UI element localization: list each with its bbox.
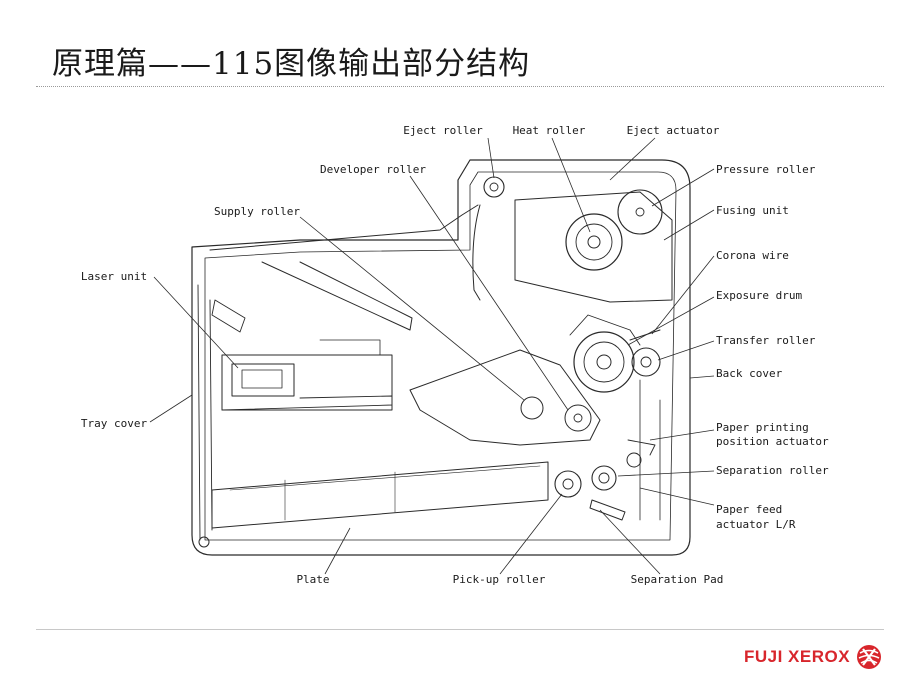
label-plate: Plate <box>296 573 329 586</box>
supply-roller-shape <box>520 396 544 420</box>
exposure-drum-shape <box>569 314 641 393</box>
fusing-unit-shape <box>514 189 673 303</box>
label-eject-roller: Eject roller <box>403 124 483 137</box>
separation-roller-shape <box>591 465 617 491</box>
label-paper-feed-line1: Paper feed <box>716 503 782 516</box>
slide-title: 原理篇——115图像输出部分结构 <box>52 46 531 82</box>
label-eject-actuator: Eject actuator <box>627 124 720 137</box>
label-fusing-unit: Fusing unit <box>716 204 789 217</box>
label-exposure-drum: Exposure drum <box>716 289 802 302</box>
corona-wire-shape <box>629 329 661 341</box>
label-paper-printing-line2: position actuator <box>716 435 829 448</box>
label-back-cover: Back cover <box>716 367 783 380</box>
label-pickup-roller: Pick-up roller <box>453 573 546 586</box>
label-pressure-roller: Pressure roller <box>716 163 816 176</box>
label-heat-roller: Heat roller <box>513 124 586 137</box>
label-corona-wire: Corona wire <box>716 249 789 262</box>
heat-roller-shape <box>565 213 623 271</box>
printer-body-outline <box>191 159 691 556</box>
transfer-roller-shape <box>631 347 661 377</box>
laser-unit-shape <box>211 299 393 411</box>
label-separation-roller: Separation roller <box>716 464 829 477</box>
eject-roller-shape <box>483 176 505 198</box>
pressure-roller-shape <box>617 189 663 235</box>
label-transfer-roller: Transfer roller <box>716 334 816 347</box>
label-laser-unit: Laser unit <box>81 270 147 283</box>
leader-lines <box>149 137 715 575</box>
pickup-roller-shape <box>554 470 582 498</box>
label-tray-cover: Tray cover <box>81 417 148 430</box>
fuji-xerox-logo: FUJI XEROX <box>744 645 882 669</box>
feed-roller-shapes <box>554 452 642 521</box>
label-paper-feed-line2: actuator L/R <box>716 518 796 531</box>
logo-text: FUJI XEROX <box>744 647 851 666</box>
cartridge-shape <box>409 349 601 446</box>
plate-shape <box>211 461 549 529</box>
label-paper-printing-line1: Paper printing <box>716 421 809 434</box>
separation-pad-shape <box>589 499 626 521</box>
developer-roller-shape <box>564 404 592 432</box>
footer-divider <box>36 629 884 630</box>
top-paper-guide <box>209 204 479 251</box>
title-divider <box>36 86 884 87</box>
label-supply-roller: Supply roller <box>214 205 300 218</box>
xerox-ball-icon <box>857 645 882 669</box>
label-developer-roller: Developer roller <box>320 163 426 176</box>
printer-inner-outline <box>204 171 677 541</box>
label-separation-pad: Separation Pad <box>631 573 724 586</box>
